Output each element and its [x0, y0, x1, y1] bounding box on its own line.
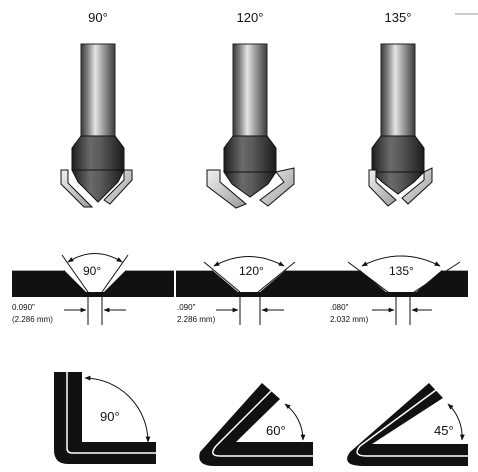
bend-60 — [199, 383, 313, 466]
groove-angle-90: 90° — [83, 264, 102, 278]
bend-angle-45: 45° — [434, 423, 454, 438]
groove-dim-in-120: .090" — [177, 303, 196, 312]
cutter-120 — [206, 43, 295, 209]
groove-sheet-90 — [12, 253, 174, 325]
cutter-label-90: 90° — [88, 10, 108, 25]
cutter-90 — [60, 43, 133, 208]
cutter-label-120: 120° — [236, 10, 264, 25]
bend-90 — [54, 372, 156, 464]
groove-dim-in-135: .080" — [330, 303, 349, 312]
groove-dim-mm-135: 2.032 mm) — [330, 315, 369, 324]
cutter-label-135: 135° — [384, 10, 412, 25]
groove-sheet-120 — [176, 256, 350, 325]
groove-dim-mm-120: 2.286 mm) — [177, 315, 216, 324]
groove-dim-in-90: 0.090" — [12, 303, 35, 312]
cutter-135 — [368, 43, 433, 207]
bend-angle-90: 90° — [100, 409, 120, 424]
groove-angle-120: 120° — [239, 264, 264, 278]
groove-angle-135: 135° — [389, 264, 414, 278]
bend-45 — [347, 383, 468, 466]
groove-sheet-135 — [347, 255, 468, 325]
groove-dim-mm-90: (2.286 mm) — [12, 315, 53, 324]
bend-angle-60: 60° — [266, 423, 286, 438]
